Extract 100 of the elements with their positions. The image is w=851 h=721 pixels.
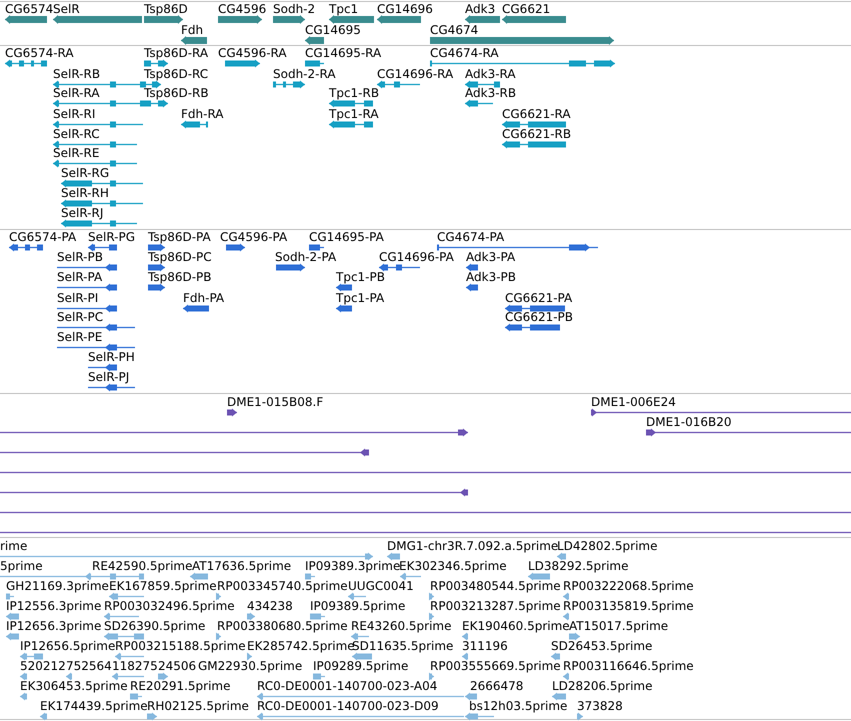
feature-label: SelR — [53, 2, 80, 16]
feature-label: RE20291.5prime — [130, 679, 230, 693]
feature-label: Tpc1-RB — [329, 86, 380, 100]
feature-label: RP003222068.5prime — [563, 579, 694, 593]
feature-label: SelR-PG — [88, 230, 136, 244]
feature-label: 311196 — [462, 639, 508, 653]
feature-label: CG6621 — [502, 2, 550, 16]
feature-label: RP003480544.5prime — [430, 579, 561, 593]
feature-label: EK285742.5prime — [247, 639, 355, 653]
feature-label: IP09389.5prime — [310, 599, 406, 613]
feature-label: SelR-RA — [53, 86, 100, 100]
feature-label: SelR-PE — [57, 330, 102, 344]
feature-label: EK190460.5prime — [462, 619, 570, 633]
feature-label: LD28206.5prime — [552, 679, 653, 693]
feature-label: SelR-PJ — [88, 370, 130, 384]
feature-label: SelR-RE — [53, 146, 100, 160]
feature-label: bs12h03.5prime — [469, 699, 568, 713]
feature-label: IP12656.5prime — [20, 639, 116, 653]
feature-label: RE42590.5prime — [92, 559, 192, 573]
feature-label: IP09289.5prime — [313, 659, 408, 673]
feature-label: SelR-RG — [61, 166, 110, 180]
feature-label: LD38292.5prime — [528, 559, 629, 573]
feature-label: CG14695 — [305, 23, 361, 37]
feature-label: RP003116646.5prime — [563, 659, 694, 673]
feature-label: Fdh-RA — [181, 107, 224, 121]
feature-label: Tsp86D-RC — [144, 67, 208, 81]
feature-label: SD26390.5prime — [104, 619, 206, 633]
feature-label: RP003135819.5prime — [563, 599, 694, 613]
feature-label: 24506 — [158, 659, 196, 673]
feature-label: AT17636.5prime — [192, 559, 292, 573]
feature-label: CG4596-PA — [220, 230, 288, 244]
feature-label: 520212 — [20, 659, 66, 673]
feature-label: CG14695-RA — [305, 46, 382, 60]
feature-label: EK167859.5prime — [109, 579, 217, 593]
feature-label: GM22930.5prime — [198, 659, 302, 673]
feature-label: Tpc1-RA — [329, 107, 379, 121]
feature-label: DME1-006E24 — [591, 395, 676, 409]
feature-label: SelR-PH — [88, 350, 135, 364]
feature-label: DME1-016B20 — [646, 415, 732, 429]
feature-label: GH21169.3prime — [6, 579, 109, 593]
feature-label: SelR-RI — [53, 107, 96, 121]
feature-label: 5prime — [0, 559, 43, 573]
feature-label: EK306453.5prime — [20, 679, 128, 693]
feature-label: Adk3-RB — [465, 86, 516, 100]
feature-label: RP003215188.5prime — [115, 639, 246, 653]
feature-label: LD42802.5prime — [557, 539, 658, 553]
feature-label: CG14696 — [377, 2, 433, 16]
feature-label: Sodh-2-RA — [273, 67, 336, 81]
feature-label: CG4674-RA — [430, 46, 499, 60]
feature-label: CG4674 — [430, 23, 478, 37]
feature-label: DMG1-chr3R.7.092.a.5prime — [387, 539, 558, 553]
feature-label: Adk3-PA — [466, 250, 516, 264]
feature-label: RP003032496.5prime — [104, 599, 235, 613]
feature-label: UUGC0041 — [348, 579, 414, 593]
feature-label: SelR-PC — [57, 310, 104, 324]
feature-label: SD11635.5prime — [352, 639, 454, 653]
feature-label: Adk3-PB — [466, 270, 516, 284]
feature-label: Tsp86D — [144, 2, 188, 16]
feature-label: Tsp86D-RB — [144, 86, 209, 100]
feature-label: Tpc1-PB — [336, 270, 385, 284]
feature-label: SelR-RJ — [61, 206, 104, 220]
feature-label: IP12556.3prime — [6, 599, 102, 613]
feature-label: SD26453.5prime — [551, 639, 652, 653]
feature-label: Tpc1-PA — [336, 291, 384, 305]
feature-label: RC0-DE0001-140700-023-D09 — [257, 699, 439, 713]
feature-label: RP003555669.5prime — [430, 659, 561, 673]
feature-label: CG6574 — [5, 2, 54, 16]
feature-label: 434238 — [247, 599, 293, 613]
feature-label: rime — [0, 539, 28, 553]
feature-label: 2666478 — [470, 679, 524, 693]
feature-label: RP003380680.5prime — [217, 619, 348, 633]
feature-label: DME1-015B08.F — [227, 395, 324, 409]
feature-label: Tsp86D-RA — [144, 46, 208, 60]
feature-label: IP09389.3prime — [305, 559, 400, 573]
feature-label: Tsp86D-PA — [148, 230, 211, 244]
feature-label: CG6621-RA — [502, 107, 571, 121]
feature-label: Fdh — [181, 23, 204, 37]
feature-label: SelR-PA — [57, 270, 102, 284]
feature-label: CG6574-RA — [5, 46, 74, 60]
feature-label: SelR-RH — [61, 186, 109, 200]
feature-label: IP12656.3prime — [6, 619, 102, 633]
feature-label: CG14696-RA — [377, 67, 454, 81]
feature-label: EK174439.5prime — [40, 699, 148, 713]
feature-label: CG4596 — [218, 2, 266, 16]
feature-label: RH02125.5prime — [147, 699, 249, 713]
feature-label: EK302346.5prime — [399, 559, 507, 573]
feature-label: CG4596-RA — [218, 46, 287, 60]
feature-label: SelR-PB — [57, 250, 103, 264]
feature-label: 752564 — [66, 659, 112, 673]
feature-label: RC0-DE0001-140700-023-A04 — [257, 679, 438, 693]
feature-label: 373828 — [577, 699, 623, 713]
feature-label: CG14696-PA — [379, 250, 454, 264]
feature-label: Sodh-2 — [273, 2, 316, 16]
feature-label: CG4674-PA — [437, 230, 504, 244]
feature-label: Tsp86D-PB — [148, 270, 212, 284]
feature-label: Adk3-RA — [465, 67, 516, 81]
feature-label: RP003213287.5prime — [430, 599, 561, 613]
feature-label: CG6621-PA — [505, 291, 572, 305]
feature-label: CG6621-RB — [502, 127, 572, 141]
feature-label: SelR-RB — [53, 67, 100, 81]
